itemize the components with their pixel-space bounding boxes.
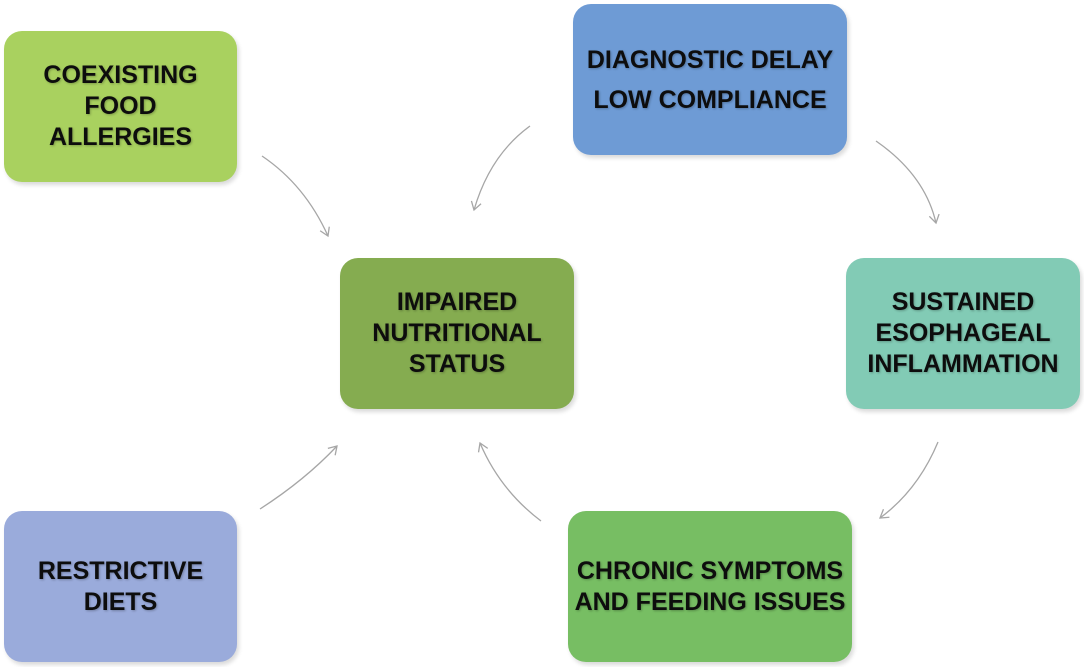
arrow-restrictive-diets-to-nutritional-status	[259, 445, 338, 510]
node-label-line: RESTRICTIVE	[37, 556, 204, 585]
arrow-chronic-symptoms-to-nutritional-status	[477, 441, 542, 522]
node-label-line: FOOD	[84, 92, 157, 120]
node-label-line: LOW COMPLIANCE	[593, 85, 827, 114]
node-coexisting-food-allergies: COEXISTING FOOD ALLERGIES	[4, 31, 237, 182]
node-label-line: AND FEEDING ISSUES	[574, 587, 846, 616]
node-label-line: IMPAIRED	[396, 288, 518, 316]
node-label-line: ALLERGIES	[48, 123, 193, 151]
node-label-line: COEXISTING	[43, 61, 198, 89]
arrow-diagnostic-delay-to-nutritional-status	[470, 125, 531, 212]
node-label-line: DIETS	[83, 587, 158, 616]
arrow-diagnostic-delay-to-inflammation	[875, 140, 940, 225]
node-label-line: INFLAMMATION	[867, 350, 1059, 378]
node-label-line: STATUS	[408, 350, 506, 378]
node-sustained-esophageal-inflammation: SUSTAINED ESOPHAGEAL INFLAMMATION	[846, 258, 1080, 409]
arrow-allergies-to-nutritional-status	[261, 155, 330, 238]
node-chronic-symptoms-feeding-issues: CHRONIC SYMPTOMS AND FEEDING ISSUES	[568, 511, 852, 662]
node-label-line: SUSTAINED	[891, 288, 1035, 316]
arrow-inflammation-to-chronic-symptoms	[879, 441, 939, 519]
node-label-line: NUTRITIONAL	[372, 319, 542, 347]
node-label-line: CHRONIC SYMPTOMS	[576, 556, 844, 585]
node-label-line: DIAGNOSTIC DELAY	[586, 45, 834, 74]
node-restrictive-diets: RESTRICTIVE DIETS	[4, 511, 237, 662]
node-impaired-nutritional-status: IMPAIRED NUTRITIONAL STATUS	[340, 258, 574, 409]
node-label-line: ESOPHAGEAL	[875, 319, 1051, 347]
node-diagnostic-delay: DIAGNOSTIC DELAY LOW COMPLIANCE	[573, 4, 847, 155]
